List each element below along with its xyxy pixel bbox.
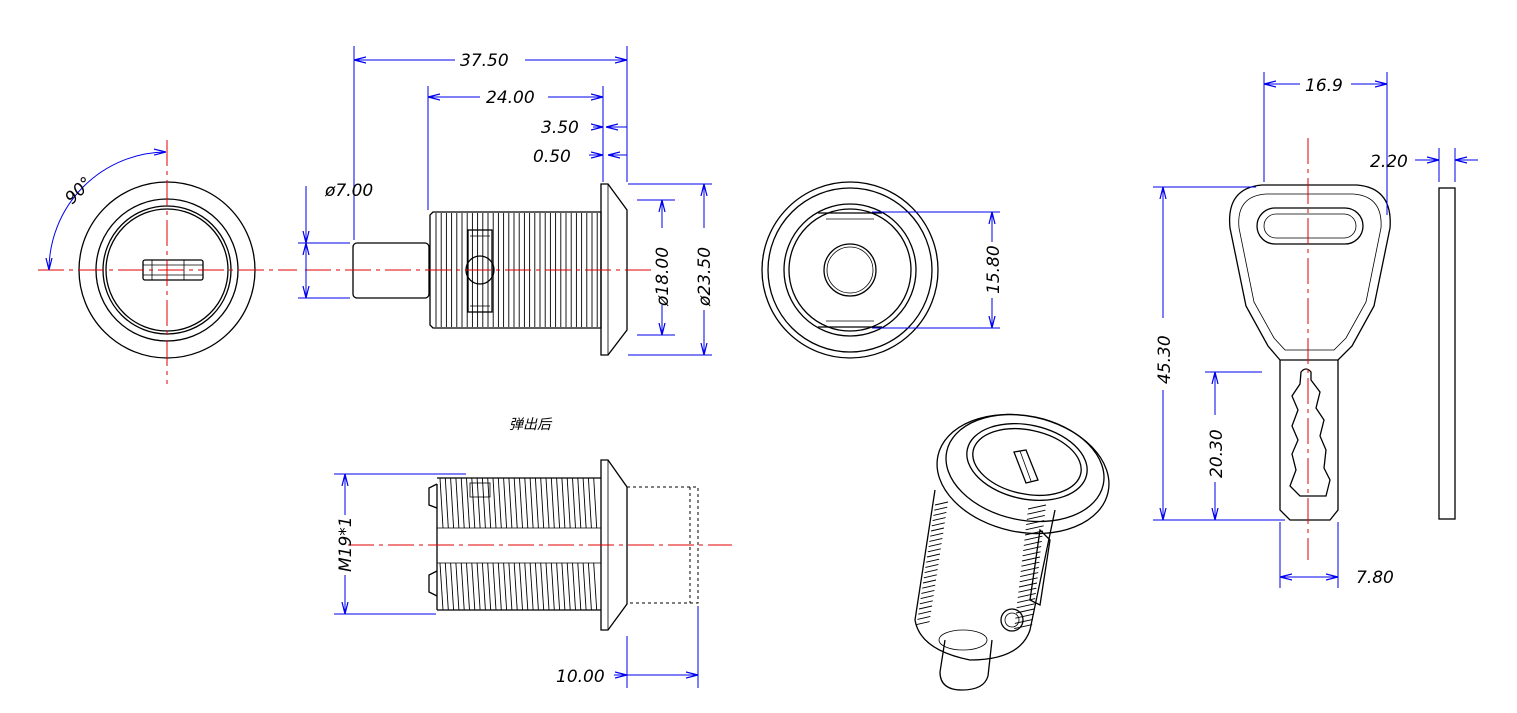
- dim-key-head-width: 16.9: [1305, 76, 1343, 96]
- dim-key-thickness: 2.20: [1370, 152, 1408, 172]
- dim-body-length: 24.00: [486, 88, 535, 108]
- key-front-view: [1228, 138, 1391, 560]
- dim-key-length: 45.30: [1155, 335, 1175, 384]
- angle-label: 90°: [61, 173, 96, 208]
- dim-ejected-travel: 10.00: [556, 667, 605, 687]
- ejected-view: [348, 459, 732, 631]
- side-view-dimensions: 37.50 24.00 3.50 0.50 ø7.00 ø18.00 ø23.5…: [298, 46, 715, 356]
- rear-view-dimensions: 15.80: [872, 211, 1004, 329]
- rear-view: [761, 181, 939, 359]
- dim-shaft-diameter: ø7.00: [324, 181, 373, 201]
- dim-key-blade-width: 7.80: [1356, 568, 1394, 588]
- ejected-thread-bottom: [439, 562, 598, 611]
- iso-thread-lines: [916, 501, 1047, 630]
- dim-inner-diameter: ø18.00: [653, 247, 673, 307]
- key-front-dimensions: 16.9 45.30 20.30 7.80: [1153, 72, 1394, 588]
- isometric-view: [914, 413, 1110, 691]
- dim-flange-diameter: ø23.50: [695, 247, 715, 307]
- ejected-label: 弹出后: [509, 417, 553, 433]
- dim-flat-width: 15.80: [984, 245, 1004, 294]
- dim-flange-thickness: 0.50: [533, 147, 571, 167]
- dim-flange-offset: 3.50: [541, 118, 579, 138]
- ejected-thread-top: [439, 477, 598, 529]
- ejected-view-dimensions: M19*1 10.00: [334, 473, 699, 688]
- dim-key-blade-length: 20.30: [1207, 429, 1227, 478]
- key-side-dimensions: 2.20: [1370, 148, 1478, 182]
- dim-thread-spec: M19*1: [336, 516, 356, 572]
- key-side-view: [1438, 187, 1456, 520]
- side-view: [305, 183, 655, 356]
- dim-overall-length: 37.50: [460, 51, 509, 71]
- front-view: 90°: [38, 140, 297, 384]
